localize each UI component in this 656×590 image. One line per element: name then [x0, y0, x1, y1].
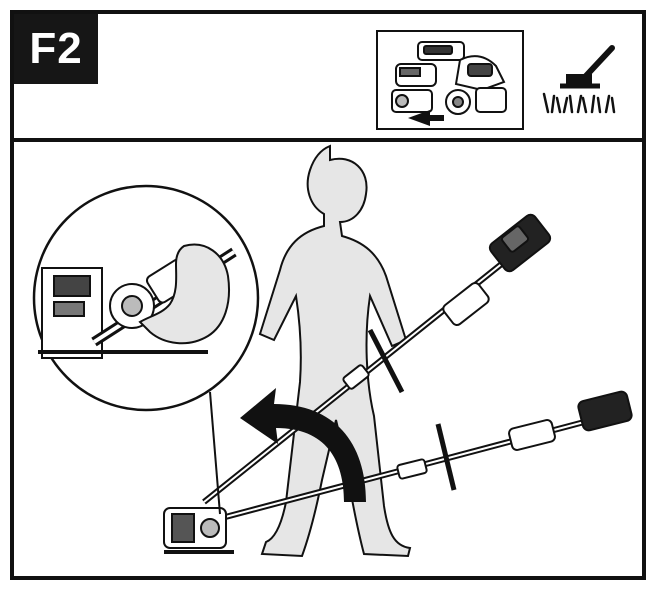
illustration-scene	[14, 142, 642, 576]
trimmer-upper	[202, 213, 552, 505]
instruction-panel: F2	[10, 10, 646, 580]
operator-silhouette	[258, 144, 412, 558]
detail-zoom-circle	[32, 184, 260, 412]
rotation-arrow	[240, 388, 366, 502]
trimmer-head	[163, 507, 234, 554]
callout-line	[209, 391, 221, 515]
mowing-grass-icon	[538, 44, 620, 116]
trimmer-lower	[213, 390, 633, 523]
panel-header: F2	[14, 14, 642, 142]
step-label: F2	[14, 14, 98, 84]
assembly-thumbnail-icon	[376, 30, 524, 130]
